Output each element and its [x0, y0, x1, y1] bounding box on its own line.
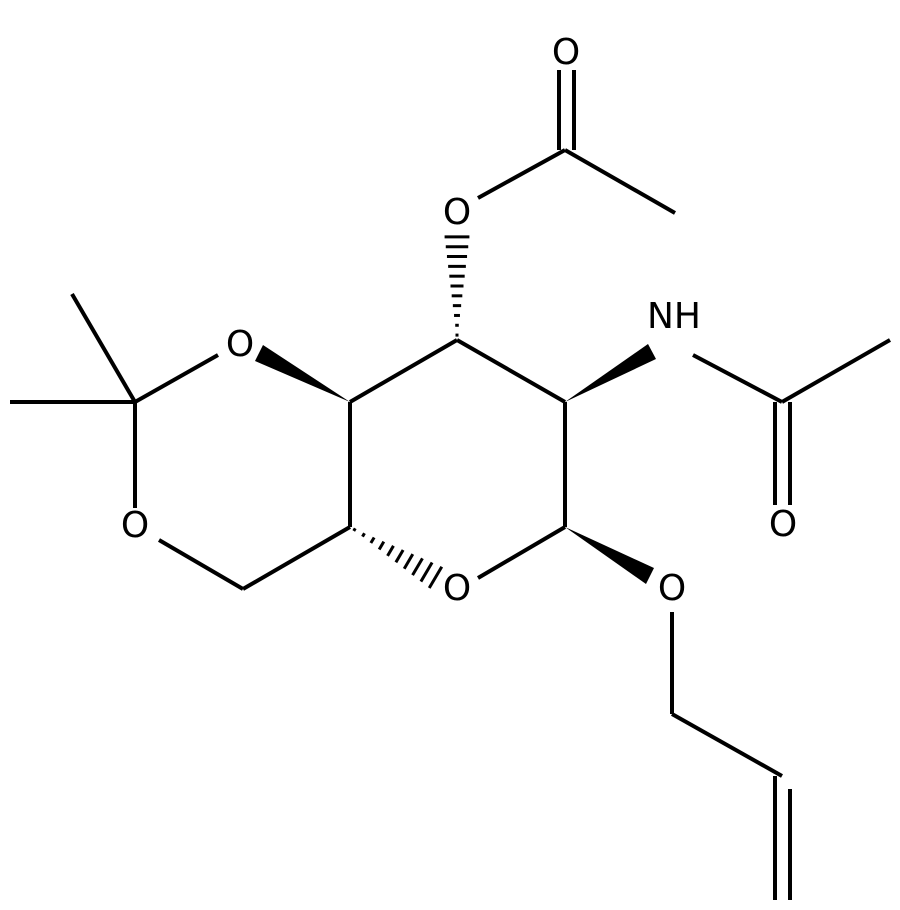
bonds [10, 70, 891, 900]
atom-acetal-oxygen-bottom: O [121, 505, 149, 546]
bond-carbonyl-to-ester-o [477, 148, 566, 200]
hash-stroke [419, 561, 434, 583]
bond-hashed-c3-ester [444, 235, 470, 337]
bond-c6-oacetal-bottom [157, 538, 245, 591]
bond-carbonyl-to-methyl [564, 148, 676, 215]
bond-amide-carbonyl-methyl [781, 338, 891, 404]
bond-cq-methyl-b [70, 292, 137, 404]
bond-c3-c4 [348, 338, 459, 404]
atom-labels: O O NH O O O O O [121, 32, 797, 609]
atom-acetal-oxygen-top: O [226, 324, 254, 365]
hash-stroke [352, 527, 357, 532]
atom-carbonyl-oxygen-top: O [552, 32, 580, 73]
hash-stroke [411, 557, 424, 576]
bond-c1-oring [476, 525, 567, 580]
atom-amide-nitrogen: NH [647, 296, 701, 337]
hash-stroke [361, 532, 366, 538]
bond-ch2-ch [671, 712, 783, 778]
hash-stroke [402, 553, 415, 570]
hash-stroke [377, 540, 386, 551]
bond-wedge-c1-oglycoside [565, 527, 654, 584]
bond-n-carbonyl [692, 353, 783, 404]
bond-c5-c6 [241, 525, 352, 591]
hash-stroke [394, 549, 405, 564]
bond-wedge-c2-nh [565, 344, 656, 402]
hash-stroke [386, 545, 395, 557]
bond-cq-oacetal-top [134, 353, 219, 404]
hash-stroke [369, 536, 376, 544]
bond-c3-c2 [456, 338, 566, 404]
atom-ester-oxygen: O [443, 192, 471, 233]
hash-stroke [427, 565, 444, 589]
atom-ring-oxygen: O [443, 568, 471, 609]
bond-wedge-c4-oacetal [255, 345, 350, 402]
atom-glycoside-oxygen: O [658, 568, 686, 609]
bond-hashed-c5-ring-oxygen [352, 527, 444, 589]
atom-amide-carbonyl-oxygen: O [769, 504, 797, 545]
